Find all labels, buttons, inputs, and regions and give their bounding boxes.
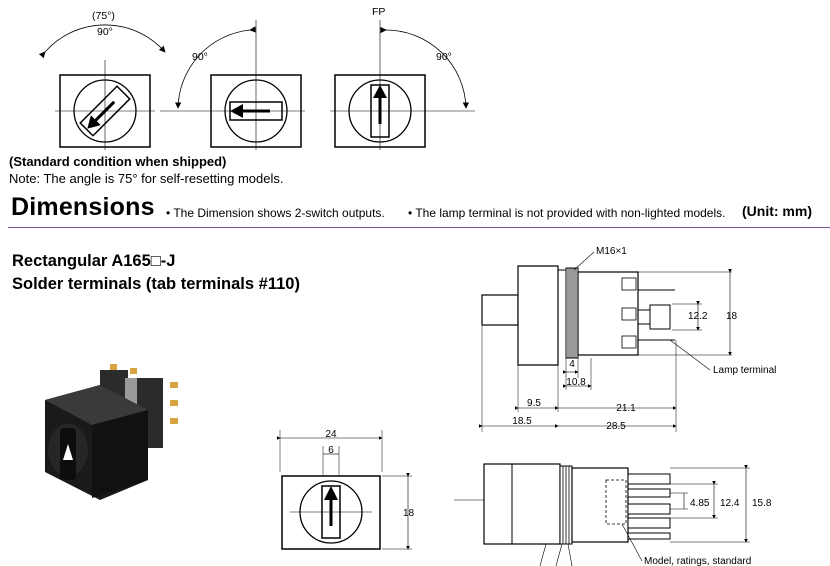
- dim-9-5: 9.5: [527, 398, 541, 409]
- model-ratings-label: Model, ratings, standard: [644, 556, 751, 566]
- product-photo: [45, 364, 178, 500]
- dim-28-5: 28.5: [606, 421, 626, 432]
- switch-middle-diagram: 90°: [160, 20, 305, 150]
- dim-18-5: 18.5: [512, 416, 532, 427]
- dimensions-note-1: • The Dimension shows 2-switch outputs.: [166, 206, 385, 220]
- angle-right: 90°: [436, 51, 452, 63]
- dim-21-1: 21.1: [616, 403, 636, 414]
- angle-left-outer: 90°: [97, 26, 113, 38]
- switch-right-diagram: FP 90°: [330, 6, 475, 150]
- dim-12-4: 12.4: [720, 498, 740, 509]
- section-divider: [8, 227, 830, 228]
- side-view-drawing: 12.2 18 M16×1 Lamp terminal 4 10.8 9.5 2…: [479, 246, 776, 432]
- dim-24: 24: [325, 429, 337, 440]
- front-view-drawing: 24 6 18: [277, 429, 415, 550]
- angle-middle: 90°: [192, 51, 208, 63]
- dim-15-8: 15.8: [752, 498, 772, 509]
- bottom-view-drawing: 4.85 12.4 15.8 Model, ratings, standard: [454, 463, 772, 566]
- dim-4: 4: [569, 359, 575, 370]
- switch-left-diagram: (75°) 90°: [38, 10, 166, 150]
- shipped-caption: (Standard condition when shipped): [9, 154, 227, 169]
- dim-18-side: 18: [726, 311, 738, 322]
- dim-18-front: 18: [403, 508, 415, 519]
- unit-label: (Unit: mm): [742, 203, 812, 219]
- label-fp: FP: [372, 6, 385, 18]
- angle-left-inner: (75°): [92, 10, 115, 22]
- product-subtitle: Solder terminals (tab terminals #110): [12, 275, 300, 293]
- switch-position-diagrams: (75°) 90° 90° FP 90°: [38, 6, 475, 150]
- dim-4-85: 4.85: [690, 498, 710, 509]
- lamp-terminal-label: Lamp terminal: [713, 365, 776, 376]
- thread-label: M16×1: [596, 246, 627, 257]
- dim-6: 6: [328, 445, 334, 456]
- angle-note: Note: The angle is 75° for self-resettin…: [9, 171, 284, 186]
- product-title: Rectangular A165□-J: [12, 252, 176, 270]
- dim-10-8: 10.8: [566, 377, 586, 388]
- dimensions-note-2: • The lamp terminal is not provided with…: [408, 206, 726, 220]
- dim-12-2: 12.2: [688, 311, 708, 322]
- dimensions-title: Dimensions: [11, 193, 155, 221]
